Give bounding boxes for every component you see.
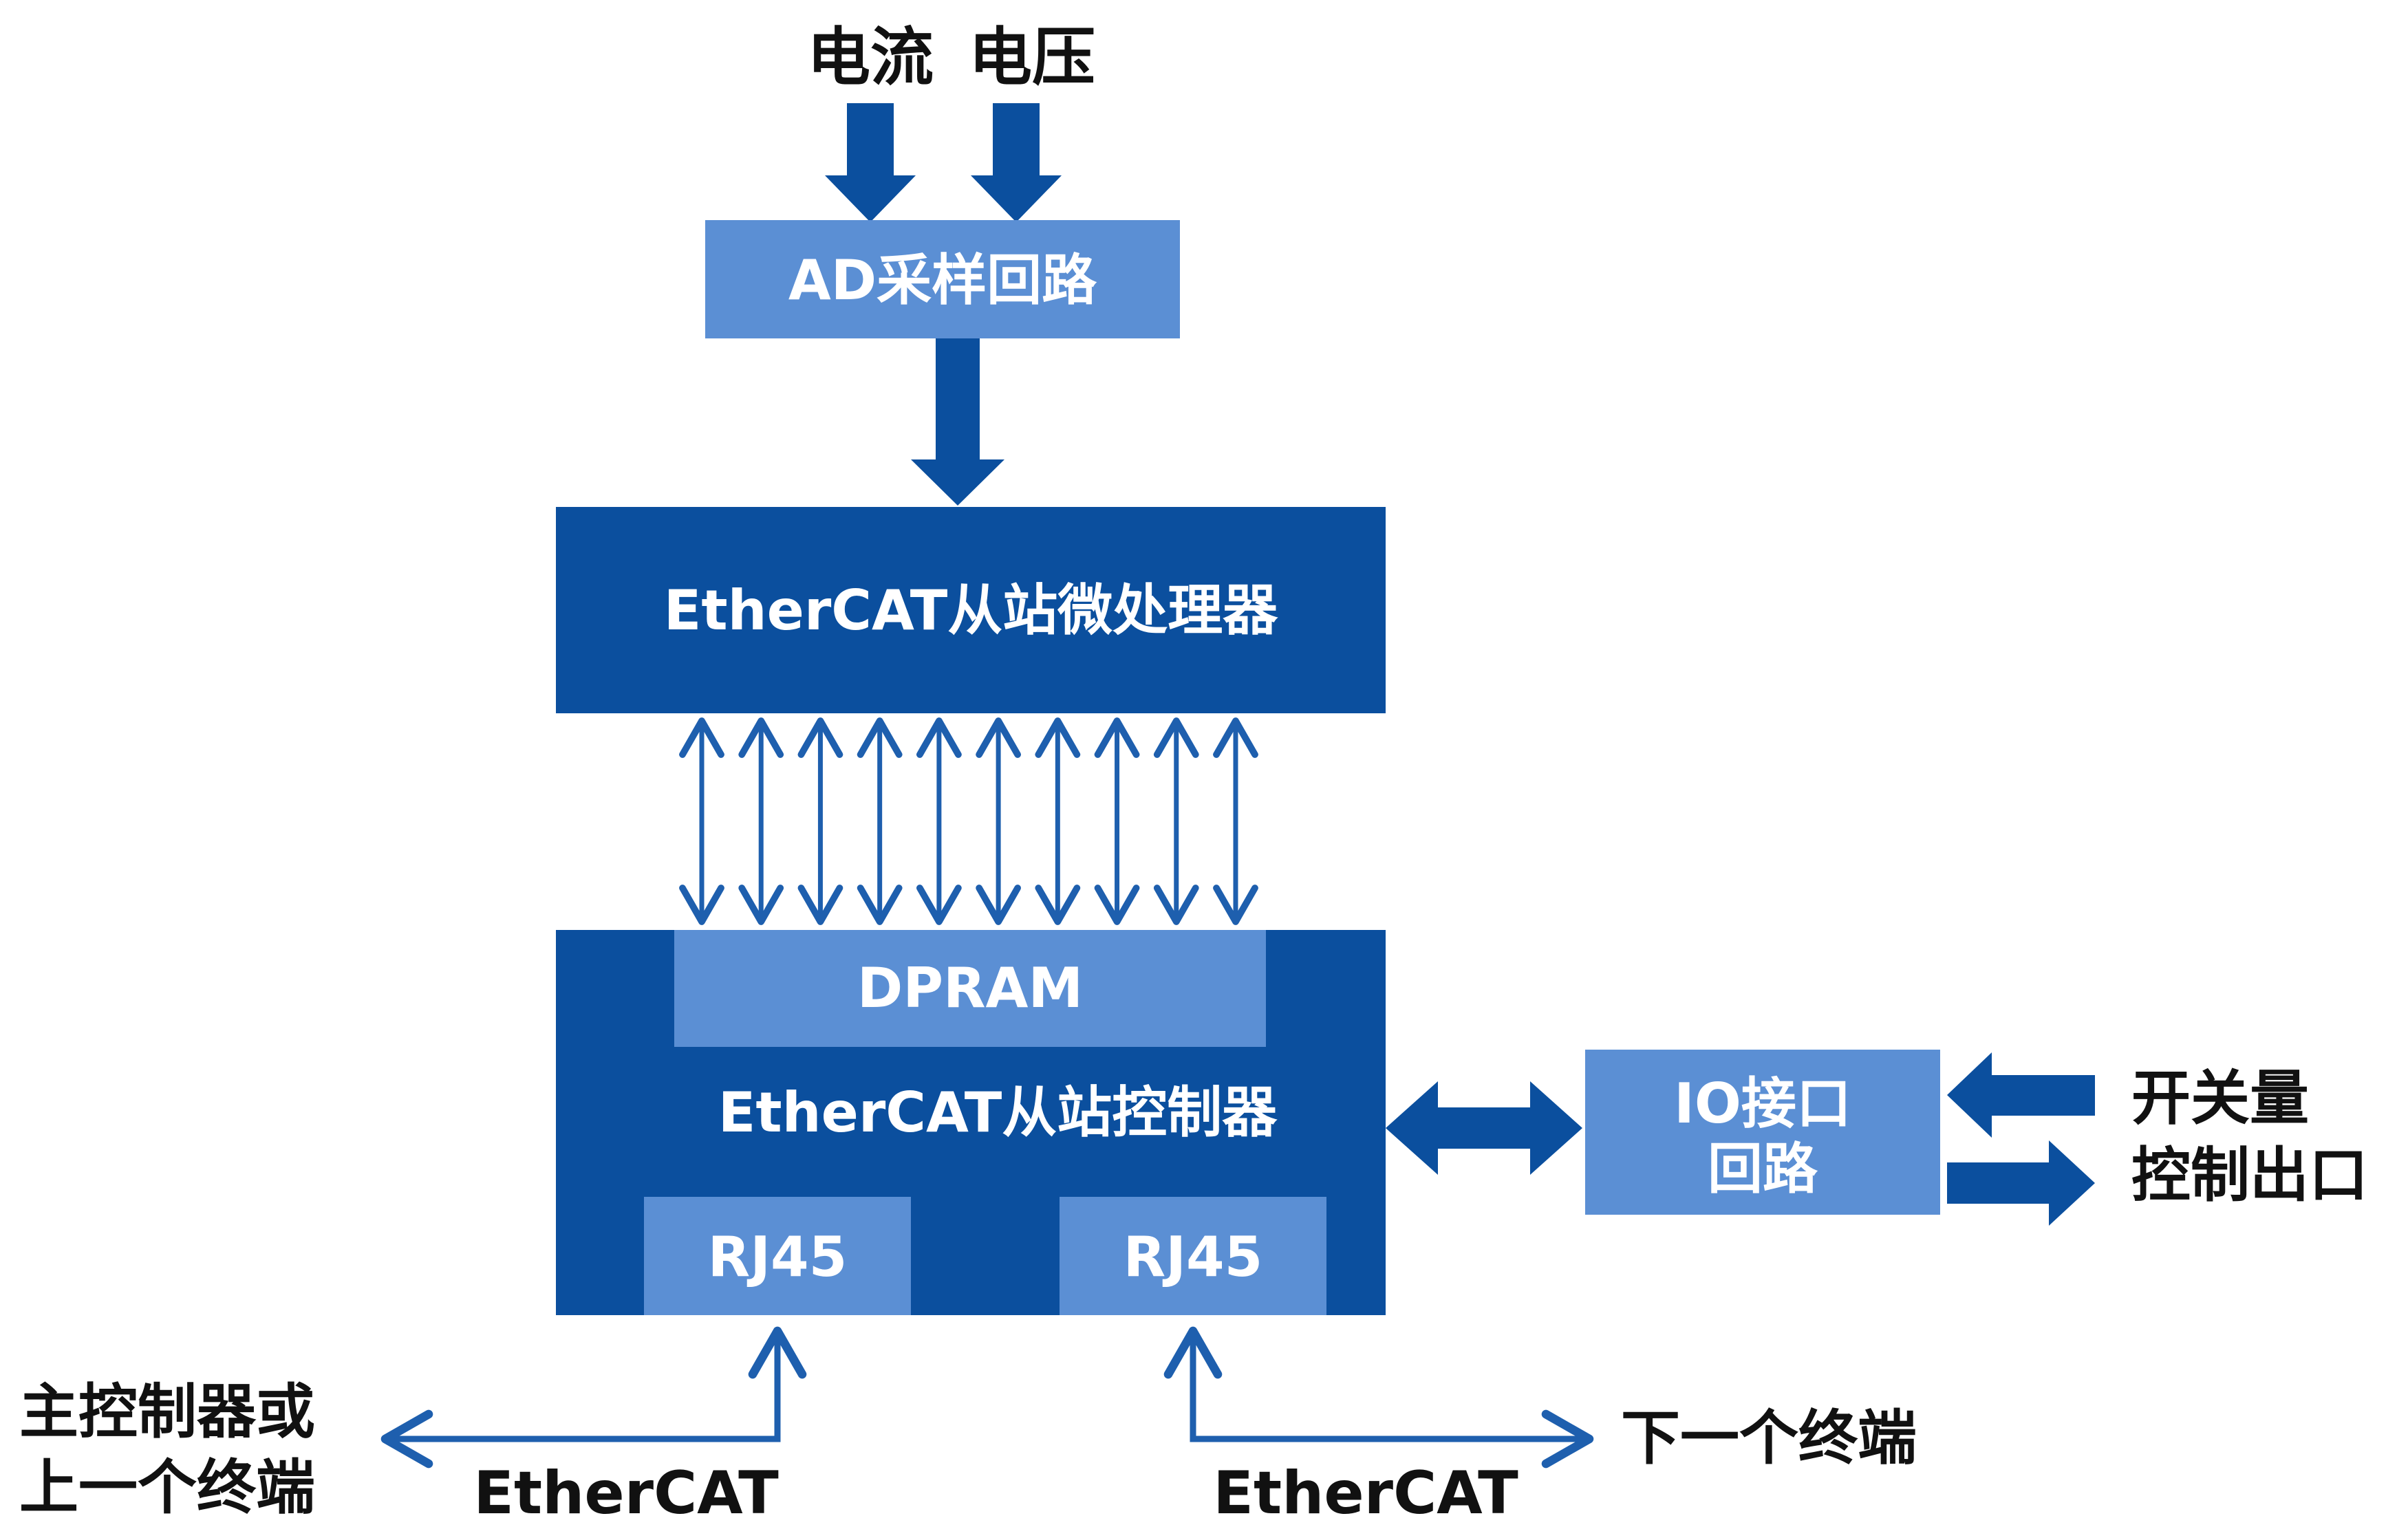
voltage-input-arrow <box>971 103 1062 222</box>
ethercat-left-label: EtherCAT <box>473 1459 779 1528</box>
io-interface-block <box>1585 1050 1940 1215</box>
right-ethercat-line <box>1163 1326 1594 1469</box>
dpram-block <box>674 930 1266 1047</box>
master-controller-label-line1: 主控制器或 <box>19 1378 315 1447</box>
next-terminal-label: 下一个终端 <box>1621 1404 1917 1473</box>
dpram-label: DPRAM <box>857 956 1083 1020</box>
control-output-arrow <box>1947 1140 2095 1226</box>
voltage-label: 电压 <box>969 21 1095 94</box>
control-output-label: 控制出口 <box>2131 1141 2368 1210</box>
ad-sampling-label: AD采样回路 <box>788 248 1097 312</box>
esc-io-double-arrow <box>1386 1081 1582 1175</box>
ethercat-right-label: EtherCAT <box>1213 1459 1518 1528</box>
esc-label: EtherCAT从站控制器 <box>718 1081 1278 1145</box>
rj45-left-block <box>644 1197 911 1315</box>
switch-input-arrow <box>1947 1052 2095 1138</box>
io-interface-label-line2: 回路 <box>1708 1137 1818 1201</box>
parallel-bus-arrows <box>679 717 1258 925</box>
master-controller-label-line2: 上一个终端 <box>19 1453 315 1522</box>
left-ethercat-line <box>380 1326 807 1469</box>
io-interface-label-line1: IO接口 <box>1674 1072 1851 1136</box>
current-input-arrow <box>825 103 916 222</box>
ad-sampling-block <box>705 220 1180 338</box>
mcu-label: EtherCAT从站微处理器 <box>664 578 1279 642</box>
current-label: 电流 <box>807 21 934 94</box>
rj45-left-label: RJ45 <box>708 1225 848 1289</box>
ad-to-mcu-arrow <box>911 338 1004 506</box>
rj45-right-label: RJ45 <box>1124 1225 1263 1289</box>
rj45-right-block <box>1060 1197 1326 1315</box>
switch-input-label: 开关量 <box>2131 1064 2309 1133</box>
mcu-block <box>556 507 1386 713</box>
